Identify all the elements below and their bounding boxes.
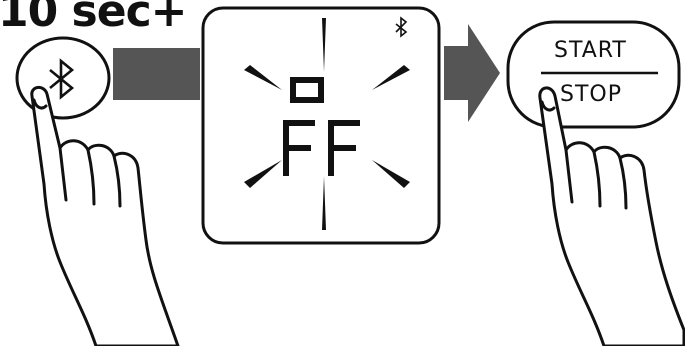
lcd-display-panel <box>203 8 439 243</box>
start-label: START <box>554 38 627 63</box>
arrow-right-icon <box>113 48 200 100</box>
display-bottom-text: FF <box>285 120 286 121</box>
display-top-text: o <box>292 74 293 75</box>
bluetooth-button[interactable] <box>17 38 109 118</box>
left-hand-illustration <box>32 87 178 346</box>
arrow-right-icon <box>444 24 500 122</box>
stop-label: STOP <box>560 82 622 107</box>
